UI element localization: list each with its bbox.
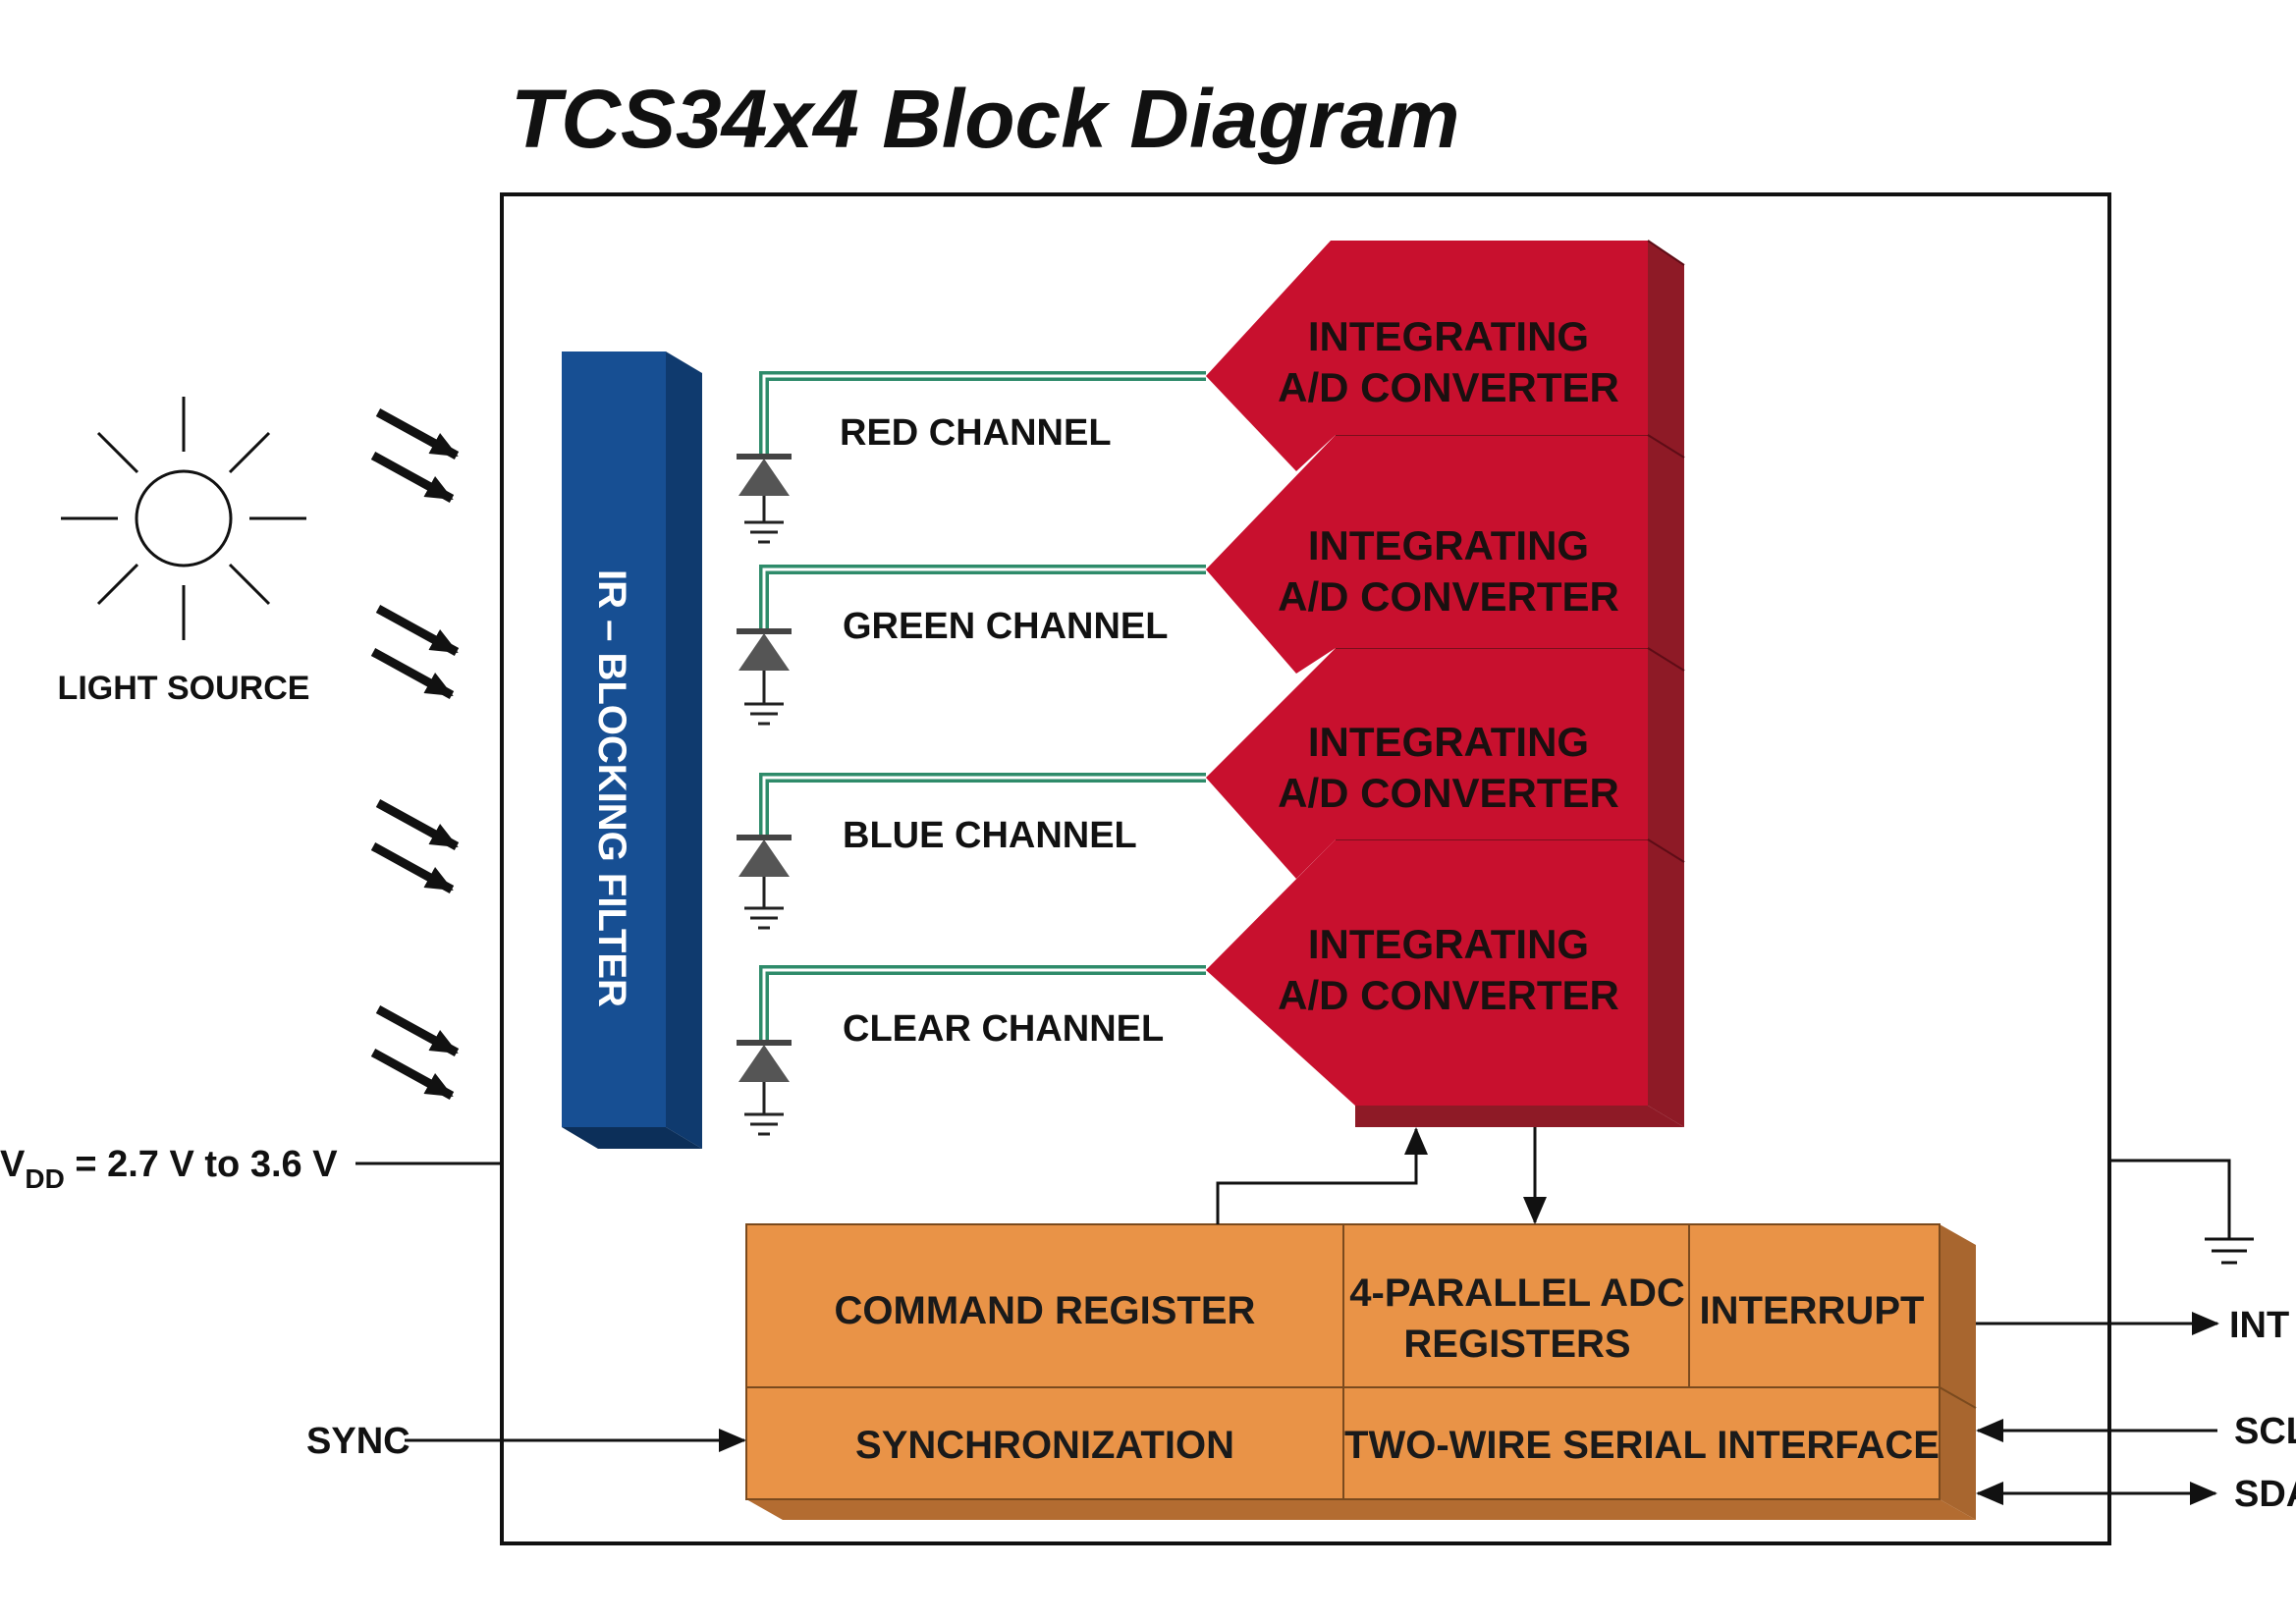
channel-label: GREEN CHANNEL xyxy=(843,606,1168,647)
sda-pin-label: SDA xyxy=(2234,1474,2296,1515)
light-ray-arrow-icon xyxy=(373,412,457,1096)
adc-label-line1: INTEGRATING xyxy=(1308,522,1589,568)
command-register-label: COMMAND REGISTER xyxy=(835,1289,1256,1332)
adc-stack: INTEGRATING A/D CONVERTER INTEGRATING A/… xyxy=(1206,240,1685,1127)
channel-label: RED CHANNEL xyxy=(840,412,1112,454)
channel-label: BLUE CHANNEL xyxy=(843,815,1137,856)
ground-icon xyxy=(744,1112,784,1136)
channel-blue: BLUE CHANNEL xyxy=(737,773,1206,930)
adc-converter-red: INTEGRATING A/D CONVERTER xyxy=(1206,240,1685,471)
interrupt-label: INTERRUPT xyxy=(1700,1289,1925,1332)
adc-label-line2: A/D CONVERTER xyxy=(1278,770,1619,816)
ground-icon xyxy=(744,906,784,930)
photodiode-icon xyxy=(737,1040,792,1114)
adc-label-line2: A/D CONVERTER xyxy=(1278,972,1619,1018)
channel-clear: CLEAR CHANNEL xyxy=(737,965,1206,1136)
register-block: COMMAND REGISTER 4-PARALLEL ADC REGISTER… xyxy=(745,1223,1977,1520)
adc-registers-label-line2: REGISTERS xyxy=(1403,1323,1630,1366)
ir-blocking-filter: IR – BLOCKING FILTER xyxy=(562,351,702,1149)
gnd-wire xyxy=(2109,1159,2231,1239)
channel-red: RED CHANNEL xyxy=(737,371,1206,544)
int-pin-label: INT xyxy=(2229,1305,2289,1346)
diagram-title: TCS34x4 Block Diagram xyxy=(511,73,1459,165)
photodiode-icon xyxy=(737,835,792,908)
photodiode-icon xyxy=(737,454,792,522)
channel-label: CLEAR CHANNEL xyxy=(843,1008,1164,1050)
adc-converter-clear: INTEGRATING A/D CONVERTER xyxy=(1206,838,1685,1127)
adc-label-line1: INTEGRATING xyxy=(1308,313,1589,359)
channel-green: GREEN CHANNEL xyxy=(737,565,1206,726)
two-wire-interface-label: TWO-WIRE SERIAL INTERFACE xyxy=(1344,1424,1940,1467)
vdd-label: VDD = 2.7 V to 3.6 V xyxy=(0,1144,338,1194)
adc-label-line1: INTEGRATING xyxy=(1308,719,1589,765)
sync-pin-label: SYNC xyxy=(306,1421,410,1462)
photodiode-icon xyxy=(737,628,792,704)
adc-converter-green: INTEGRATING A/D CONVERTER xyxy=(1206,434,1685,674)
adc-registers-label-line1: 4-PARALLEL ADC xyxy=(1349,1271,1684,1315)
sun-icon xyxy=(61,397,306,640)
ground-icon xyxy=(744,520,784,544)
ground-icon xyxy=(2205,1237,2254,1265)
chip-outline xyxy=(500,192,2111,1545)
adc-converter-blue: INTEGRATING A/D CONVERTER xyxy=(1206,647,1685,879)
synchronization-label: SYNCHRONIZATION xyxy=(855,1424,1234,1467)
adc-label-line2: A/D CONVERTER xyxy=(1278,364,1619,410)
light-source-label: LIGHT SOURCE xyxy=(58,670,310,707)
filter-label: IR – BLOCKING FILTER xyxy=(590,569,633,1007)
adc-label-line2: A/D CONVERTER xyxy=(1278,573,1619,620)
command-to-adc-arrow xyxy=(1216,1127,1428,1224)
adc-label-line1: INTEGRATING xyxy=(1308,921,1589,967)
scl-pin-label: SCL xyxy=(2234,1411,2296,1452)
ground-icon xyxy=(744,702,784,726)
